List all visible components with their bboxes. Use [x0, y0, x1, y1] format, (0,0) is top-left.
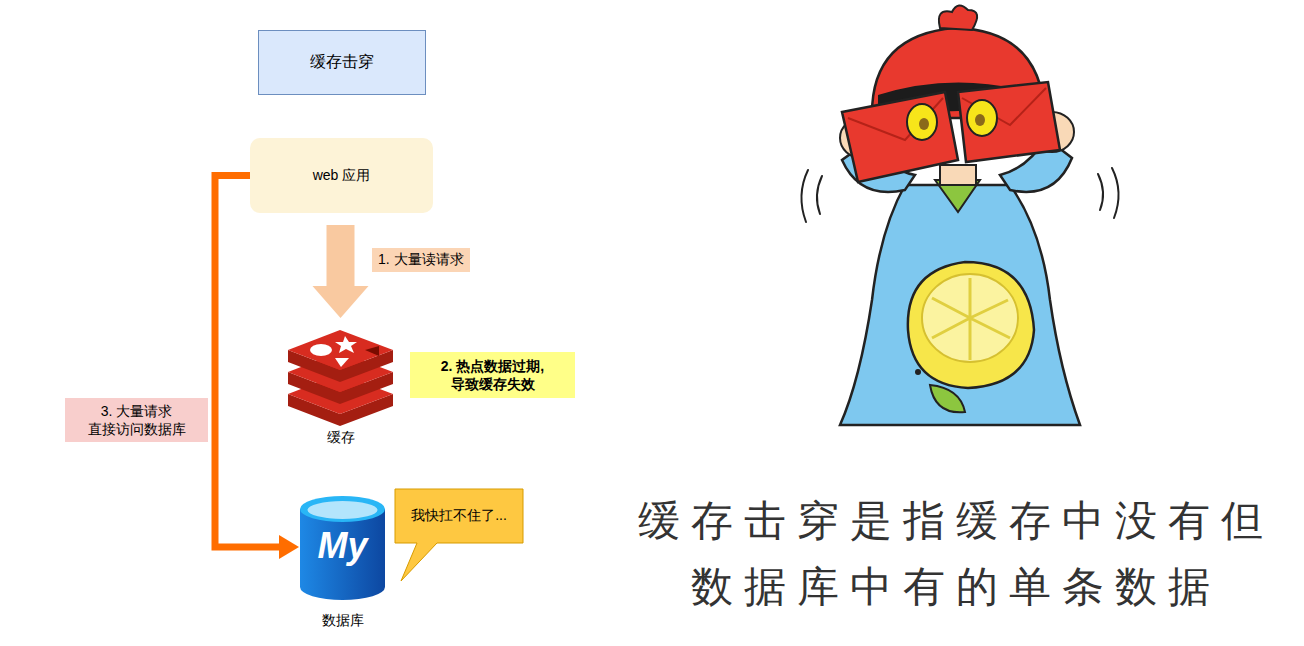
cache-node: 缓存	[283, 322, 398, 447]
redis-circle	[310, 344, 332, 356]
note-label: 2. 热点数据过期, 导致缓存失效	[410, 352, 575, 398]
redis-star	[335, 336, 357, 353]
redis-layer	[288, 330, 393, 382]
connector	[215, 176, 299, 560]
speech-bubble-shape	[395, 489, 523, 581]
redis-icon	[283, 322, 398, 420]
redis-diamond	[365, 346, 379, 356]
node-text: web 应用	[313, 167, 371, 185]
cylinder-top-inner	[308, 501, 378, 519]
caption-text: 缓存击穿是指缓存中没有但 数据库中有的单条数据	[622, 488, 1290, 620]
connector	[313, 225, 369, 318]
title-text: 缓存击穿	[310, 52, 374, 73]
redis-triangle	[335, 358, 349, 367]
process-box: web 应用	[250, 138, 433, 213]
cylinder-top	[300, 496, 385, 522]
node-text: 数据库	[322, 612, 364, 630]
cylinder-body	[300, 509, 385, 600]
node-text: 我快扛不住了...	[411, 507, 507, 525]
logo-text: My	[300, 526, 385, 566]
block-arrow	[313, 225, 369, 318]
arrow-head	[279, 535, 299, 559]
title-box: 缓存击穿	[258, 30, 426, 95]
elbow-line	[215, 176, 283, 548]
node-text: 缓存	[327, 429, 355, 447]
edge-label: 1. 大量读请求	[372, 248, 470, 272]
speech-bubble-node: 我快扛不住了...	[393, 487, 525, 545]
redis-layer-top	[288, 330, 393, 370]
edge-label: 3. 大量请求 直接访问数据库	[65, 398, 208, 442]
